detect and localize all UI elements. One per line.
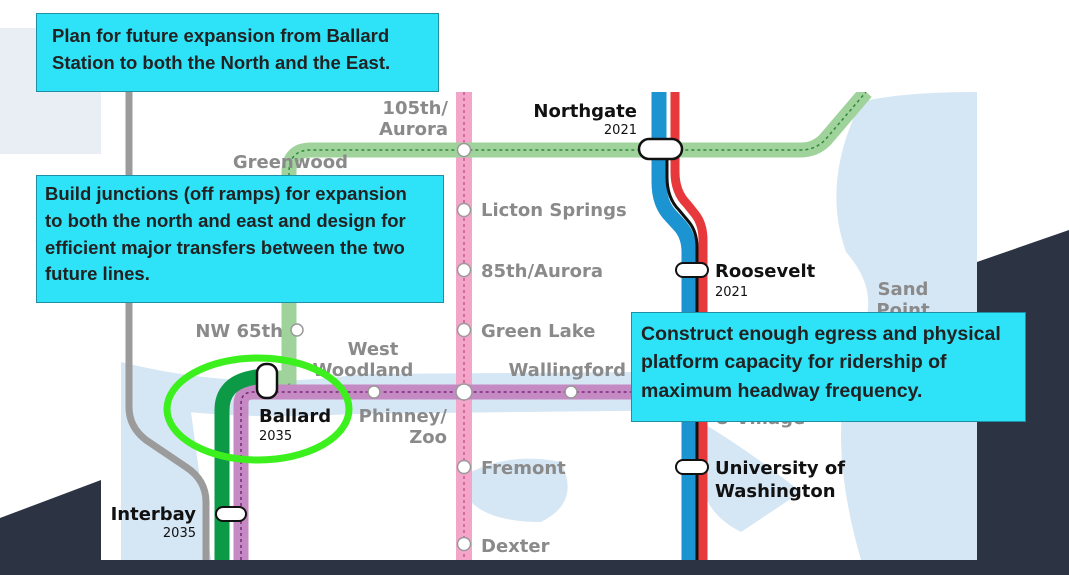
label-fremont: Fremont (481, 458, 566, 479)
station-dot-nw65th (290, 323, 304, 337)
callout-plan-expansion: Plan for future expansion from Ballard S… (36, 13, 439, 92)
station-dot-dexter (456, 536, 472, 552)
label-interbay: Interbay (111, 504, 197, 525)
background-dark-wedge-left (0, 480, 101, 575)
label-roosevelt-year: 2021 (715, 285, 748, 300)
callout-middle-line-1: Build junctions (off ramps) for expansio… (45, 183, 407, 204)
station-dot-105th (456, 142, 472, 158)
lake-union-water (471, 458, 568, 522)
label-northgate: Northgate (533, 101, 637, 122)
callout-build-junctions: Build junctions (off ramps) for expansio… (36, 175, 444, 303)
station-pill-interbay (215, 506, 247, 522)
callout-middle-line-4: future lines. (45, 263, 150, 285)
station-dot-wallingford (564, 385, 578, 399)
label-nw-65th: NW 65th (195, 321, 283, 342)
label-green-lake: Green Lake (481, 321, 595, 342)
station-dot-greenlake (456, 322, 472, 338)
callout-top-line-1: Plan for future expansion from Ballard (52, 25, 390, 46)
label-licton-springs: Licton Springs (481, 200, 627, 221)
label-university-of: University of (715, 458, 845, 479)
label-interbay-year: 2035 (163, 526, 196, 541)
label-sand: Sand (878, 279, 929, 300)
blue-line (651, 92, 697, 560)
callout-middle-line-3: efficient major transfers between the tw… (45, 236, 405, 258)
callout-right-line-2: platform capacity for ridership of (641, 351, 947, 374)
station-pill-uw (675, 459, 709, 475)
label-roosevelt: Roosevelt (715, 261, 816, 282)
callout-top-line-2: Station to both the North and the East. (52, 51, 391, 73)
station-pill-ballard (255, 362, 279, 400)
station-dot-85th (456, 262, 472, 278)
green-line-dash (288, 92, 867, 392)
black-line (665, 144, 699, 560)
label-ballard: Ballard (259, 406, 331, 427)
station-dot-fremont (456, 459, 472, 475)
station-dot-westwoodland (367, 385, 381, 399)
label-washington: Washington (715, 481, 836, 502)
label-dexter: Dexter (481, 536, 550, 557)
label-woodland: Woodland (313, 360, 414, 381)
station-dot-transfer (455, 383, 473, 401)
label-northgate-year: 2021 (604, 123, 637, 138)
callout-right-line-3: maximum headway frequency. (641, 379, 923, 402)
callout-middle-line-2: to both the north and east and design fo… (45, 209, 406, 231)
label-west: West (348, 339, 399, 360)
station-pill-northgate (637, 137, 684, 161)
label-aurora: Aurora (379, 119, 448, 140)
station-dot-licton (456, 202, 472, 218)
callout-right-line-1: Construct enough egress and physical (641, 323, 1001, 345)
label-zoo: Zoo (409, 427, 447, 448)
callout-egress-capacity: Construct enough egress and physical pla… (631, 312, 1026, 422)
station-pill-roosevelt (675, 262, 709, 278)
label-105th: 105th/ (382, 98, 448, 119)
red-line (670, 92, 708, 560)
label-ballard-year: 2035 (259, 429, 292, 444)
label-85th-aurora: 85th/Aurora (481, 261, 603, 282)
label-phinney: Phinney/ (359, 406, 448, 427)
label-wallingford: Wallingford (508, 360, 626, 381)
label-greenwood: Greenwood (233, 152, 348, 173)
portage-bay-water (701, 422, 801, 532)
